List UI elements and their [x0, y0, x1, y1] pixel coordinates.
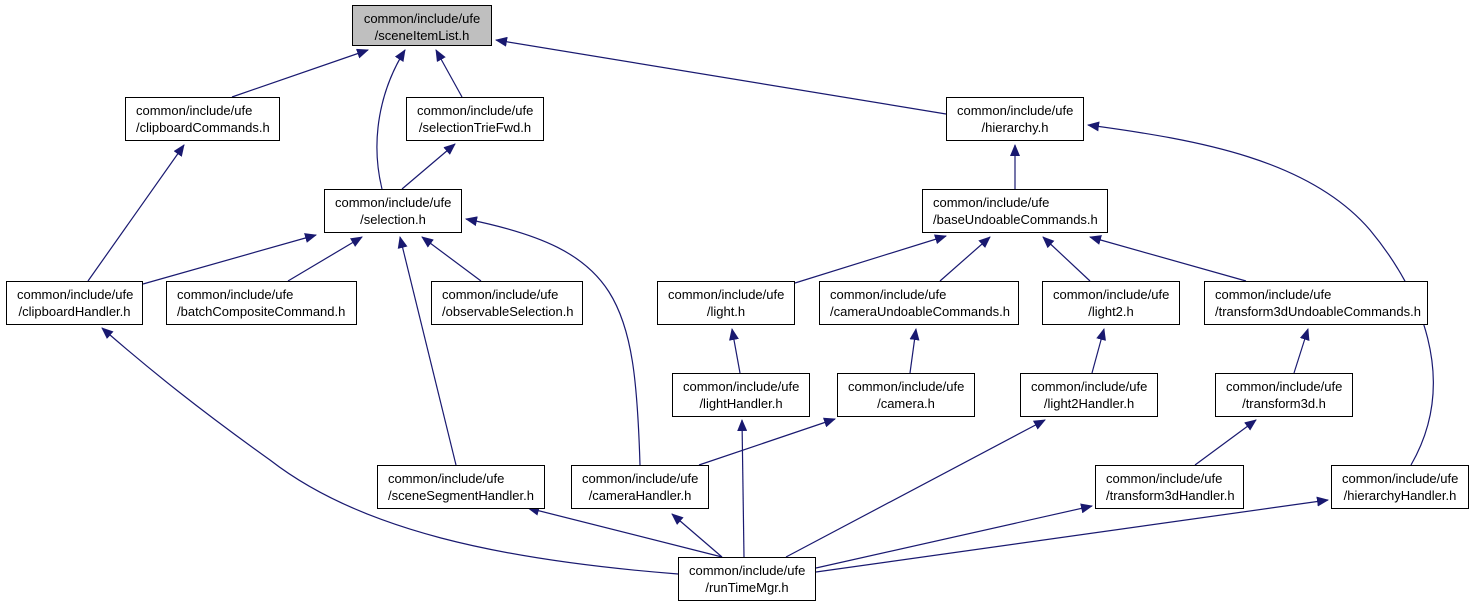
node-file-label: /transform3dHandler.h — [1106, 488, 1235, 503]
graph-node-light2[interactable]: common/include/ufe/light2.h — [1042, 281, 1180, 325]
edge-cameraHandler-to-selection — [465, 216, 641, 466]
graph-node-camera[interactable]: common/include/ufe/camera.h — [837, 373, 975, 417]
node-path-label: common/include/ufe — [848, 379, 965, 394]
node-path-label: common/include/ufe — [1031, 379, 1148, 394]
edge-selectionTrieFwd-to-sceneItemList — [435, 49, 463, 98]
node-path-label: common/include/ufe — [1342, 471, 1459, 486]
graph-node-sceneItemList[interactable]: common/include/ufe/sceneItemList.h — [352, 5, 492, 46]
graph-node-lightHandler[interactable]: common/include/ufe/lightHandler.h — [672, 373, 810, 417]
edge-sceneSegmentHandler-to-selection — [397, 236, 457, 466]
edge-hierarchyHandler-to-hierarchy — [1087, 121, 1434, 466]
graph-node-baseUndoableCommands[interactable]: common/include/ufe/baseUndoableCommands.… — [922, 189, 1108, 233]
node-file-label: /transform3dUndoableCommands.h — [1215, 304, 1421, 319]
node-path-label: common/include/ufe — [683, 379, 800, 394]
node-file-label: /sceneItemList.h — [374, 28, 470, 43]
node-file-label: /selection.h — [360, 212, 426, 227]
edge-runTimeMgr-to-hierarchyHandler — [815, 496, 1329, 573]
node-file-label: /light.h — [706, 304, 746, 319]
node-file-label: /lightHandler.h — [699, 396, 783, 411]
node-path-label: common/include/ufe — [17, 287, 134, 302]
graph-node-cameraUndoableCommands[interactable]: common/include/ufe/cameraUndoableCommand… — [819, 281, 1019, 325]
edge-camera-to-cameraUndoableCommands — [909, 328, 920, 374]
edge-runTimeMgr-to-cameraHandler — [671, 513, 723, 558]
edge-transform3dUndoableCommands-to-baseUndoableCommands — [1089, 235, 1247, 282]
node-file-label: /cameraUndoableCommands.h — [830, 304, 1010, 319]
node-path-label: common/include/ufe — [1215, 287, 1332, 302]
graph-node-runTimeMgr[interactable]: common/include/ufe/runTimeMgr.h — [678, 557, 816, 601]
node-file-label: /clipboardHandler.h — [18, 304, 131, 319]
node-path-label: common/include/ufe — [388, 471, 505, 486]
graph-node-light2Handler[interactable]: common/include/ufe/light2Handler.h — [1020, 373, 1158, 417]
node-file-label: /transform3d.h — [1242, 396, 1326, 411]
edge-light2Handler-to-light2 — [1091, 328, 1106, 374]
node-path-label: common/include/ufe — [957, 103, 1074, 118]
edge-cameraUndoableCommands-to-baseUndoableCommands — [939, 236, 991, 282]
node-path-label: common/include/ufe — [933, 195, 1050, 210]
edge-runTimeMgr-to-light2Handler — [785, 419, 1046, 558]
graph-node-transform3dHandler[interactable]: common/include/ufe/transform3dHandler.h — [1095, 465, 1244, 509]
node-path-label: common/include/ufe — [1226, 379, 1343, 394]
node-path-label: common/include/ufe — [1053, 287, 1170, 302]
graph-node-selectionTrieFwd[interactable]: common/include/ufe/selectionTrieFwd.h — [406, 97, 544, 141]
graph-node-light[interactable]: common/include/ufe/light.h — [657, 281, 795, 325]
edge-runTimeMgr-to-lightHandler — [737, 419, 748, 558]
node-file-label: /observableSelection.h — [442, 304, 574, 319]
graph-node-cameraHandler[interactable]: common/include/ufe/cameraHandler.h — [571, 465, 709, 509]
graph-node-sceneSegmentHandler[interactable]: common/include/ufe/sceneSegmentHandler.h — [377, 465, 545, 509]
edge-batchCompositeCommand-to-selection — [287, 236, 363, 282]
graph-node-clipboardHandler[interactable]: common/include/ufe/clipboardHandler.h — [6, 281, 143, 325]
graph-node-hierarchyHandler[interactable]: common/include/ufe/hierarchyHandler.h — [1331, 465, 1469, 509]
node-file-label: /light2Handler.h — [1043, 396, 1135, 411]
node-file-label: /selectionTrieFwd.h — [418, 120, 532, 135]
edge-clipboardHandler-to-selection — [142, 233, 317, 285]
node-path-label: common/include/ufe — [668, 287, 785, 302]
graph-node-clipboardCommands[interactable]: common/include/ufe/clipboardCommands.h — [125, 97, 280, 141]
node-file-label: /hierarchyHandler.h — [1343, 488, 1457, 503]
graph-node-transform3d[interactable]: common/include/ufe/transform3d.h — [1215, 373, 1353, 417]
node-path-label: common/include/ufe — [689, 563, 806, 578]
edge-runTimeMgr-to-sceneSegmentHandler — [527, 505, 723, 558]
edge-lightHandler-to-light — [729, 328, 741, 374]
node-file-label: /baseUndoableCommands.h — [933, 212, 1098, 227]
node-file-label: /light2.h — [1088, 304, 1134, 319]
node-path-label: common/include/ufe — [363, 11, 481, 26]
node-path-label: common/include/ufe — [136, 103, 253, 118]
node-path-label: common/include/ufe — [335, 195, 452, 210]
node-file-label: /hierarchy.h — [981, 120, 1049, 135]
edge-runTimeMgr-to-clipboardHandler — [101, 327, 679, 575]
node-file-label: /cameraHandler.h — [588, 488, 692, 503]
graph-node-selection[interactable]: common/include/ufe/selection.h — [324, 189, 462, 233]
node-file-label: /runTimeMgr.h — [705, 580, 789, 595]
node-file-label: /sceneSegmentHandler.h — [388, 488, 534, 503]
edge-observableSelection-to-selection — [421, 236, 482, 282]
edge-clipboardCommands-to-sceneItemList — [231, 48, 369, 98]
node-path-label: common/include/ufe — [442, 287, 559, 302]
edge-light2-to-baseUndoableCommands — [1042, 236, 1091, 282]
node-path-label: common/include/ufe — [582, 471, 699, 486]
node-file-label: /batchCompositeCommand.h — [177, 304, 346, 319]
graph-node-observableSelection[interactable]: common/include/ufe/observableSelection.h — [431, 281, 583, 325]
graph-node-hierarchy[interactable]: common/include/ufe/hierarchy.h — [946, 97, 1084, 141]
node-path-label: common/include/ufe — [830, 287, 947, 302]
edge-hierarchy-to-sceneItemList — [495, 36, 947, 115]
edge-clipboardHandler-to-clipboardCommands — [87, 144, 185, 282]
edge-transform3dHandler-to-transform3d — [1194, 419, 1257, 466]
node-path-label: common/include/ufe — [1106, 471, 1223, 486]
edge-cameraHandler-to-camera — [698, 417, 836, 466]
node-path-label: common/include/ufe — [177, 287, 294, 302]
node-path-label: common/include/ufe — [417, 103, 534, 118]
node-file-label: /clipboardCommands.h — [136, 120, 270, 135]
edge-transform3d-to-transform3dUndoableCommands — [1293, 328, 1310, 374]
graph-node-batchCompositeCommand[interactable]: common/include/ufe/batchCompositeCommand… — [166, 281, 357, 325]
edge-selection-to-sceneItemList — [376, 49, 406, 190]
node-file-label: /camera.h — [877, 396, 935, 411]
edge-selection-to-selectionTrieFwd — [401, 143, 456, 190]
edge-runTimeMgr-to-transform3dHandler — [815, 503, 1093, 569]
edge-light-to-baseUndoableCommands — [794, 234, 947, 284]
graph-node-transform3dUndoableCommands[interactable]: common/include/ufe/transform3dUndoableCo… — [1204, 281, 1428, 325]
